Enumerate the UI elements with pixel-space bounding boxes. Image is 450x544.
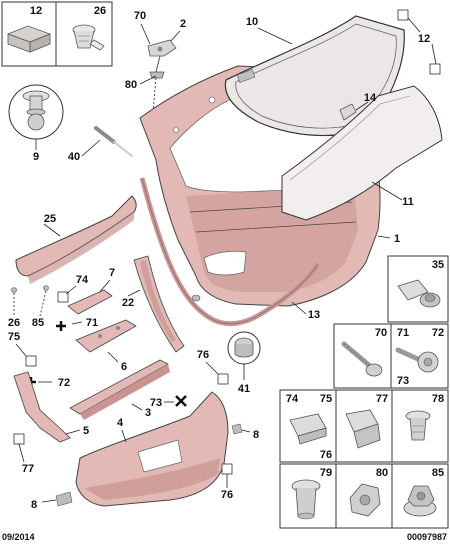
box-label-72: 72 [432,327,444,339]
fastener-detail-grid: 35 70 71 72 73 74 75 76 77 78 [279,255,449,529]
callout-85: 85 [32,317,44,329]
clip-8-left [55,491,73,507]
box-label-70: 70 [375,327,387,339]
seal-strip-icon [6,25,52,53]
trim-bracket-7 [67,289,113,315]
box-label-12: 12 [30,5,42,17]
callout-76b: 76 [221,489,233,501]
cross-marker-73 [175,395,187,407]
callout-11: 11 [402,196,414,208]
box-label-26: 26 [94,5,106,17]
callout-71: 71 [86,317,98,329]
box-label-35: 35 [432,259,444,271]
callout-9: 9 [33,151,39,163]
nut-icon-80 [349,483,381,517]
callout-5: 5 [83,425,89,437]
callout-14: 14 [364,92,377,104]
hinge-assembly [147,39,177,79]
grommet-small [191,294,201,302]
clip-8-right [231,423,243,435]
box-label-74: 74 [286,393,299,405]
roof-spoiler [15,195,137,284]
side-bracket [13,371,71,443]
callout-40: 40 [68,151,80,163]
callout-12-marker [397,9,441,75]
callout-41: 41 [238,383,250,395]
lower-trim-panel [75,391,229,507]
callout-3: 3 [145,407,151,419]
callout-70: 70 [134,10,146,22]
callout-8-left: 8 [31,499,37,511]
box-label-80: 80 [376,467,388,479]
flange-nut-icon-85 [403,485,437,517]
footer-date: 09/2014 [2,532,35,542]
gas-strut [94,126,134,158]
callout-76a: 76 [197,349,209,361]
spoiler-clips [11,285,49,317]
door-seal [139,177,321,327]
bolt-icon-71 [395,347,439,373]
callout-6: 6 [121,361,127,373]
callout-8-right: 8 [253,429,259,441]
grommet-detail [227,331,261,365]
screw-icon-70 [341,341,383,377]
pillar-trim-22 [133,255,185,353]
trim-clip-icon-77 [345,409,381,449]
callout-13: 13 [308,309,320,321]
box-label-78: 78 [432,393,444,405]
retainer-clip-icon-74 [289,413,327,445]
trim-panel-6 [75,319,137,353]
box-label-77: 77 [376,393,388,405]
callout-12: 12 [418,33,430,45]
callout-25: 25 [44,213,56,225]
callout-7: 7 [109,267,115,279]
callout-26: 26 [8,317,20,329]
callout-10: 10 [246,16,258,28]
callout-4: 4 [117,417,124,429]
connector-clip-icon [397,279,441,308]
ball-stud-detail [8,84,64,140]
detail-box-12-26: 12 26 [1,1,113,67]
push-rivet-icon-78 [405,410,431,441]
box-label-73: 73 [397,375,409,387]
callout-1: 1 [394,233,400,245]
callout-72: 72 [58,377,70,389]
box-label-79: 79 [320,467,332,479]
trim-clip-14 [339,103,357,121]
callout-80: 80 [125,79,137,91]
callout-22: 22 [122,297,134,309]
callout-2: 2 [180,18,186,30]
push-clip-icon [72,24,105,51]
box-label-71: 71 [397,327,409,339]
footer-reference: 00097987 [407,532,447,542]
plus-marker-71 [56,321,66,331]
spacer-icon-79 [291,479,321,520]
callout-73: 73 [150,397,162,409]
box-label-76: 76 [320,449,332,461]
callout-74: 74 [76,274,89,286]
lower-glass-panel [281,85,443,221]
box-label-85: 85 [432,467,444,479]
box-label-75: 75 [320,393,332,405]
callout-75: 75 [8,331,20,343]
sill-trim-3 [69,359,170,420]
callout-77: 77 [22,463,34,475]
